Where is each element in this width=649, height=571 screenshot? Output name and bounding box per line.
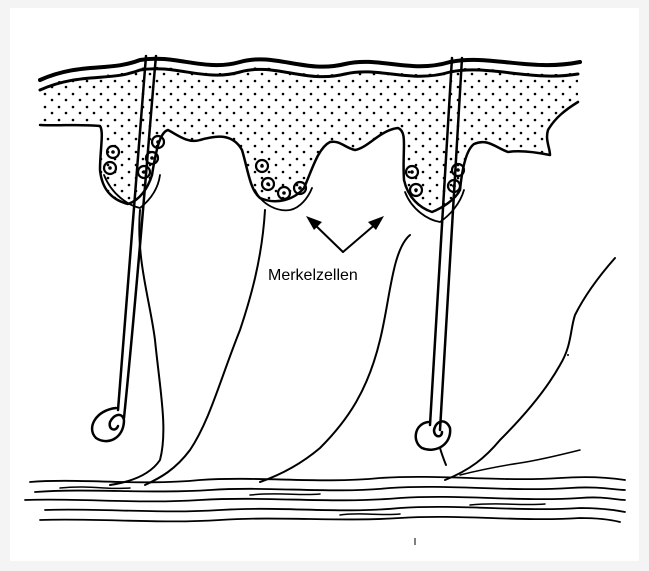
merkel-cells-label: Merkelzellen: [268, 267, 358, 284]
stray-mark: [567, 354, 569, 356]
